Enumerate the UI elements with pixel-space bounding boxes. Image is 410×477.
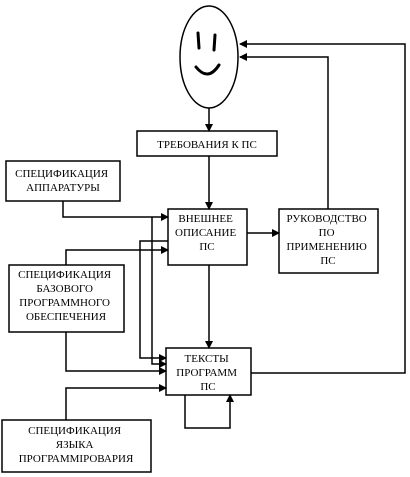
program-texts-line-3: ПС bbox=[200, 381, 215, 393]
connectors bbox=[62, 40, 406, 429]
program-texts-line-1: ТЕКСТЫ bbox=[185, 353, 230, 365]
svg-text:РУКОВОДСТВО ПО ПРИ: РУКОВОДСТВО ПО ПРИМЕНЕНИЮ ПС bbox=[286, 213, 369, 267]
language-spec-line-2: ЯЗЫКА bbox=[56, 439, 94, 451]
user-guide-line-3: ПРИМЕНЕНИЮ bbox=[286, 241, 366, 253]
user-guide-line-2: ПО bbox=[319, 227, 335, 239]
arrow-hardware-to-external bbox=[62, 201, 169, 221]
base-software-spec-box: СПЕЦИФИКАЦИЯ БАЗОВОГО ПРОГРАММНОГО ОБЕСП… bbox=[8, 264, 125, 333]
hardware-spec-line-1: СПЕЦИФИКАЦИЯ bbox=[15, 168, 109, 180]
arrow-loop-left-1 bbox=[139, 240, 168, 362]
program-texts-line-2: ПРОГРАММ bbox=[176, 367, 237, 379]
arrow-texts-self-loop bbox=[184, 394, 234, 429]
arrow-loop-left-2 bbox=[151, 217, 167, 368]
external-desc-line-3: ПС bbox=[199, 241, 214, 253]
svg-text:СПЕЦИФИКАЦИЯ БАЗОВОГО: СПЕЦИФИКАЦИЯ БАЗОВОГО ПРОГРАММНОГО ОБЕСП… bbox=[18, 269, 114, 323]
arrow-base-to-external bbox=[65, 246, 169, 265]
arrow-texts-to-face bbox=[239, 40, 406, 374]
user-guide-box: РУКОВОДСТВО ПО ПРИМЕНЕНИЮ ПС bbox=[278, 208, 379, 274]
svg-text:СПЕЦИФИКАЦИЯ АППАРАТУРЫ: СПЕЦИФИКАЦИЯ АППАРАТУРЫ bbox=[15, 168, 111, 194]
requirements-box: ТРЕБОВАНИЯ К ПС bbox=[136, 130, 278, 157]
svg-text:ВНЕШНЕЕ ОПИСАНИЕ П: ВНЕШНЕЕ ОПИСАНИЕ ПС bbox=[175, 213, 239, 253]
user-face-icon bbox=[179, 5, 239, 109]
arrow-language-to-texts bbox=[65, 384, 167, 420]
external-desc-line-2: ОПИСАНИЕ bbox=[175, 227, 236, 239]
user-guide-line-4: ПС bbox=[320, 255, 335, 267]
arrow-guide-to-face bbox=[239, 53, 329, 209]
external-desc-line-1: ВНЕШНЕЕ bbox=[178, 213, 233, 225]
arrow-base-to-texts bbox=[65, 332, 167, 375]
hardware-spec-box: СПЕЦИФИКАЦИЯ АППАРАТУРЫ bbox=[5, 160, 121, 202]
hardware-spec-line-2: АППАРАТУРЫ bbox=[26, 182, 100, 194]
requirements-label: ТРЕБОВАНИЯ К ПС bbox=[157, 139, 257, 151]
user-guide-line-1: РУКОВОДСТВО bbox=[287, 213, 367, 225]
base-software-spec-line-4: ОБЕСПЕЧЕНИЯ bbox=[26, 311, 107, 323]
base-software-spec-line-3: ПРОГРАММНОГО bbox=[19, 297, 110, 309]
svg-text:СПЕЦИФИКАЦИЯ ЯЗЫКА: СПЕЦИФИКАЦИЯ ЯЗЫКА ПРОГРАММIРОВАРИЯ bbox=[19, 425, 134, 465]
language-spec-line-3: ПРОГРАММIРОВАРИЯ bbox=[19, 453, 134, 465]
base-software-spec-line-2: БАЗОВОГО bbox=[36, 283, 93, 295]
svg-text:ТЕКСТЫ ПРОГРАММ ПС: ТЕКСТЫ ПРОГРАММ ПС bbox=[176, 353, 239, 393]
language-spec-line-1: СПЕЦИФИКАЦИЯ bbox=[28, 425, 122, 437]
language-spec-box: СПЕЦИФИКАЦИЯ ЯЗЫКА ПРОГРАММIРОВАРИЯ bbox=[1, 419, 152, 473]
external-description-box: ВНЕШНЕЕ ОПИСАНИЕ ПС bbox=[167, 208, 248, 266]
program-texts-box: ТЕКСТЫ ПРОГРАММ ПС bbox=[165, 347, 252, 396]
base-software-spec-line-1: СПЕЦИФИКАЦИЯ bbox=[18, 269, 112, 281]
svg-text:ТРЕБОВАНИЯ К ПС: ТРЕБОВАНИЯ К ПС bbox=[157, 139, 257, 151]
